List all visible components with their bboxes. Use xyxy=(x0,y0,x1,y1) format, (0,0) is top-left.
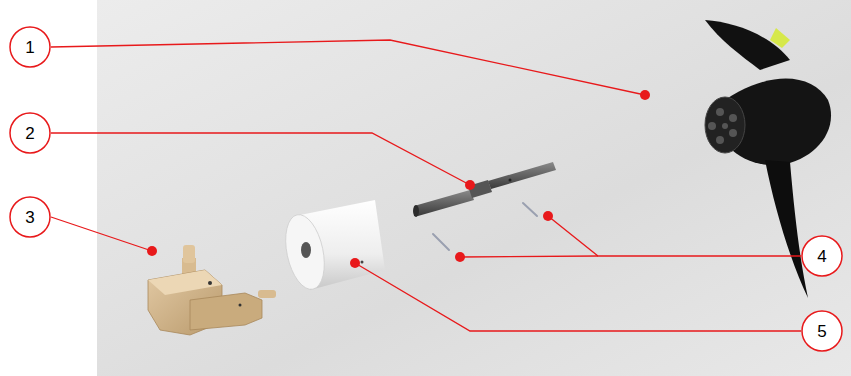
leader-line xyxy=(51,40,801,331)
callout-number: 1 xyxy=(25,39,34,56)
callout-bubble: 4 xyxy=(801,235,843,277)
callout-bubble: 1 xyxy=(9,26,51,68)
gearbox-part xyxy=(148,245,276,335)
callout-bubble: 5 xyxy=(801,310,843,352)
callout-number: 5 xyxy=(817,323,826,340)
leader-dot xyxy=(147,90,650,268)
callout-number: 4 xyxy=(817,248,826,265)
pin-part xyxy=(433,203,537,250)
callout-number: 3 xyxy=(25,209,34,226)
callout-bubble: 3 xyxy=(9,196,51,238)
callout-circle xyxy=(10,113,50,153)
shaft-part xyxy=(413,162,556,217)
callout-bubble: 2 xyxy=(9,112,51,154)
callout-number: 2 xyxy=(25,125,34,142)
render-background xyxy=(97,0,851,376)
cylinder-part xyxy=(279,200,385,293)
callout-circle xyxy=(10,27,50,67)
callout-circle xyxy=(802,236,842,276)
callout-circle xyxy=(802,311,842,351)
callout-circle xyxy=(10,197,50,237)
